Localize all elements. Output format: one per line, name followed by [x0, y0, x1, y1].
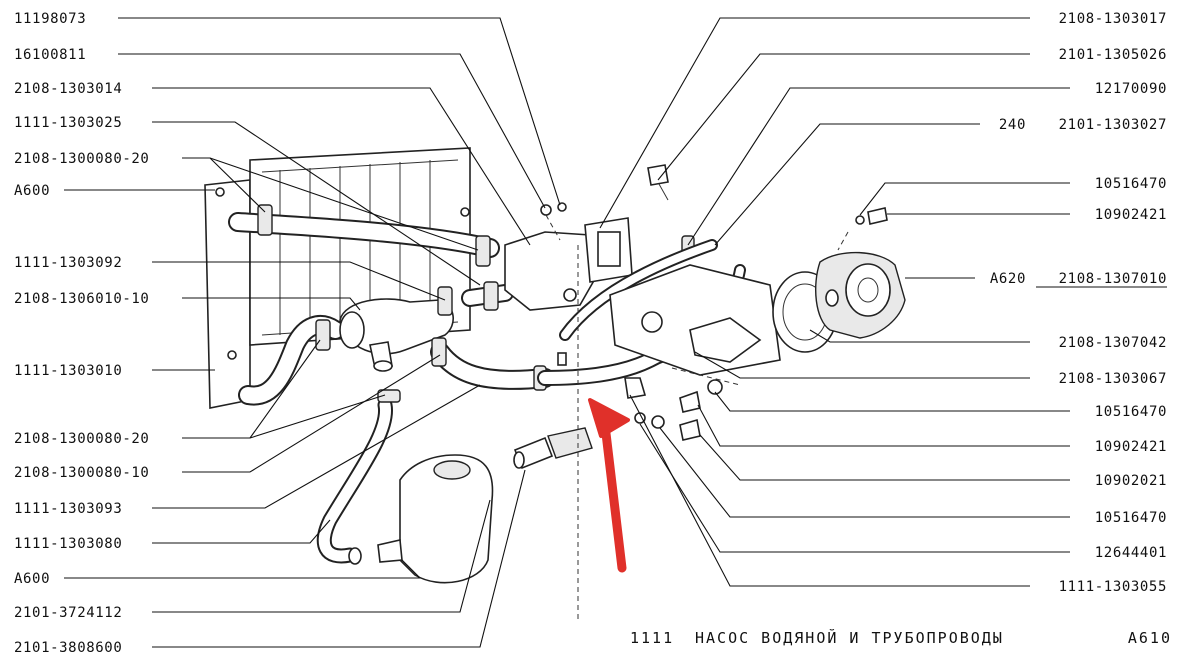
- expansion-tank: [348, 454, 494, 584]
- clamp: [315, 319, 331, 351]
- bolt: [647, 164, 669, 186]
- part-label: 2108-1300080-20: [14, 151, 149, 167]
- part-label: 2108-1300080-10: [14, 465, 149, 481]
- tank-nipple: [348, 547, 362, 565]
- radiator: [204, 147, 471, 409]
- thermostat-body: [339, 298, 454, 355]
- clamp: [377, 389, 401, 403]
- part-label: 10516470: [1095, 510, 1167, 526]
- clamp: [437, 286, 453, 316]
- tank-body: [399, 454, 494, 584]
- part-label: 2108-1307010: [1059, 271, 1167, 287]
- part-label: A600: [14, 183, 50, 199]
- part-label: 1111-1303092: [14, 255, 122, 271]
- clamp: [257, 204, 273, 236]
- part-label: 1111-1303093: [14, 501, 122, 517]
- part-label: 2108-1307042: [1059, 335, 1167, 351]
- water-pump: [772, 207, 906, 353]
- fasteners: [634, 164, 741, 441]
- clamp: [431, 337, 447, 367]
- leader-lines-left: [64, 17, 561, 648]
- part-label: 1111-1303025: [14, 115, 122, 131]
- part-label: 2101-3808600: [14, 640, 122, 656]
- bolt: [679, 418, 701, 441]
- right-labels: 2108-1303017 2101-1305026 12170090 240 2…: [990, 11, 1167, 595]
- clamp: [475, 235, 491, 267]
- tank-outlet: [377, 539, 403, 563]
- pipe-stub: [557, 352, 567, 366]
- part-label: 12644401: [1095, 545, 1167, 561]
- part-label: A600: [14, 571, 50, 587]
- footer: 1111 НАСОС ВОДЯНОЙ И ТРУБОПРОВОДЫ A610: [630, 628, 1172, 647]
- temperature-sensor: [513, 427, 593, 470]
- sensor-hex: [547, 427, 593, 459]
- part-label: 2101-3724112: [14, 605, 122, 621]
- pump-shaft: [825, 289, 839, 307]
- part-label: 10902021: [1095, 473, 1167, 489]
- left-labels: 11198073 16100811 2108-1303014 1111-1303…: [14, 11, 149, 656]
- block-bore: [641, 311, 663, 333]
- part-label: 2108-1306010-10: [14, 291, 149, 307]
- nut: [651, 415, 665, 429]
- part-label: 2108-1303067: [1059, 371, 1167, 387]
- part-label: 2108-1303014: [14, 81, 122, 97]
- housing-gasket: [597, 231, 621, 267]
- pump-pulley: [845, 263, 891, 317]
- footer-code: 1111: [630, 629, 674, 647]
- housing-body: [504, 231, 601, 311]
- footer-page: A610: [1128, 629, 1172, 647]
- clamp: [483, 281, 499, 311]
- radiator-mount-hole: [227, 350, 237, 360]
- thermostat-port: [339, 311, 365, 349]
- pipe-bracket: [624, 377, 647, 399]
- part-label: 10902421: [1095, 439, 1167, 455]
- part-label: 1111-1303055: [1059, 579, 1167, 595]
- bolt: [679, 390, 701, 413]
- tank-cap: [433, 460, 471, 480]
- part-label: A620: [990, 271, 1026, 287]
- part-label: 10902421: [1095, 207, 1167, 223]
- bolt-washer: [855, 215, 865, 225]
- nut: [707, 379, 723, 395]
- thermostat: [339, 298, 454, 372]
- radiator-mount-hole: [215, 187, 225, 197]
- part-label: 240: [999, 117, 1026, 133]
- part-label: 2108-1300080-20: [14, 431, 149, 447]
- block-boss: [689, 317, 762, 363]
- nut: [540, 204, 552, 216]
- part-label: 16100811: [14, 47, 86, 63]
- part-label: 12170090: [1095, 81, 1167, 97]
- engine-block: [609, 264, 781, 376]
- footer-title: НАСОС ВОДЯНОЙ И ТРУБОПРОВОДЫ: [695, 628, 1004, 647]
- part-label: 10516470: [1095, 404, 1167, 420]
- radiator-core-frame: [249, 147, 471, 346]
- radiator-mount-hole: [460, 207, 470, 217]
- outlet-housing: [504, 202, 633, 311]
- red-pointer-arrow: [588, 398, 630, 573]
- part-label: 1111-1303080: [14, 536, 122, 552]
- part-label: 2101-1303027: [1059, 117, 1167, 133]
- part-label: 10516470: [1095, 176, 1167, 192]
- part-label: 2101-1305026: [1059, 47, 1167, 63]
- leader-lines-right: [599, 17, 1070, 587]
- housing-nipple: [563, 288, 577, 302]
- part-label: 2108-1303017: [1059, 11, 1167, 27]
- part-label: 11198073: [14, 11, 86, 27]
- bolt: [867, 207, 888, 225]
- part-label: 1111-1303010: [14, 363, 122, 379]
